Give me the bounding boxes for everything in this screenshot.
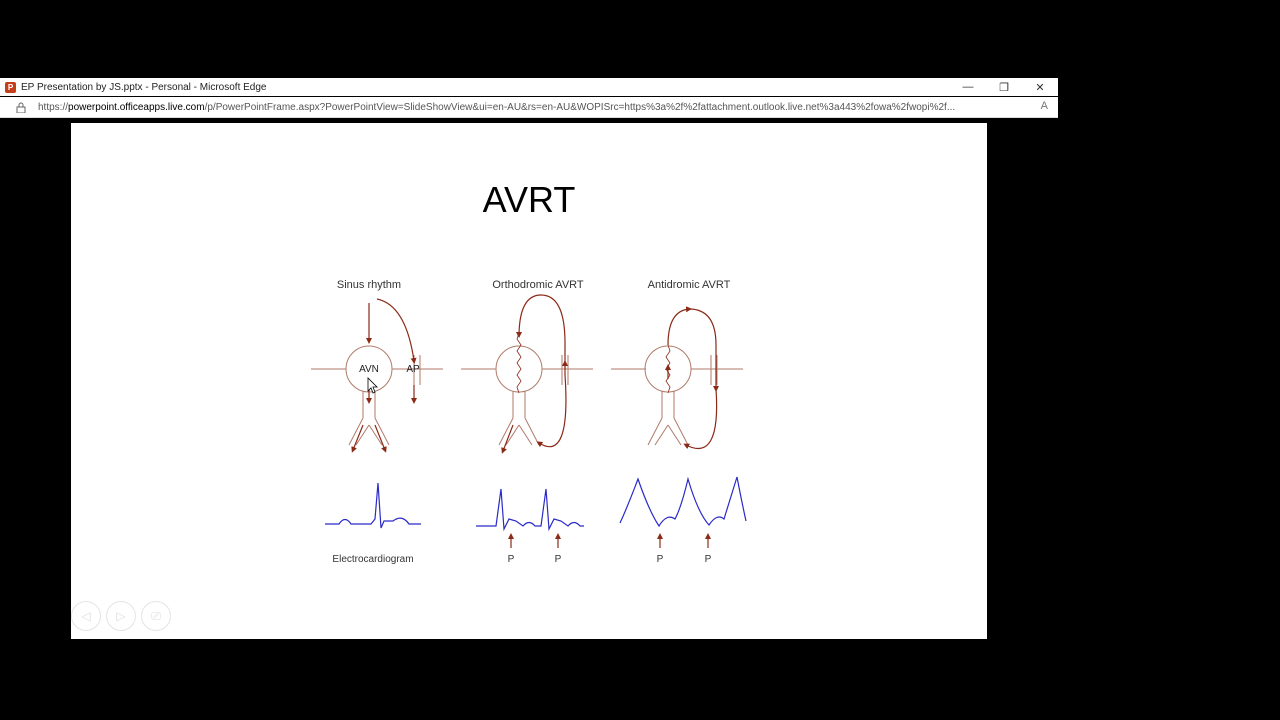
panel-label-sinus: Sinus rhythm bbox=[337, 279, 401, 291]
p-arrows bbox=[508, 533, 711, 548]
next-slide-button[interactable]: ▷ bbox=[106, 601, 136, 631]
conduction-antidromic bbox=[665, 306, 719, 450]
avrt-diagram: Sinus rhythm Orthodromic AVRT Antidromic… bbox=[311, 279, 747, 565]
mouse-cursor bbox=[367, 377, 378, 394]
ecg-antidromic bbox=[619, 476, 747, 528]
address-bar[interactable]: https://powerpoint.officeapps.live.com/p… bbox=[0, 97, 1058, 118]
heart-antidromic bbox=[611, 345, 743, 446]
heart-orthodromic bbox=[461, 345, 593, 446]
url-text[interactable]: https://powerpoint.officeapps.live.com/p… bbox=[38, 101, 956, 113]
ecg-sinus bbox=[325, 482, 421, 529]
lock-icon[interactable] bbox=[14, 102, 28, 113]
panel-label-orthodromic: Orthodromic AVRT bbox=[492, 279, 584, 291]
read-aloud-icon[interactable]: A bbox=[1040, 100, 1048, 112]
panel-label-antidromic: Antidromic AVRT bbox=[648, 279, 731, 291]
exit-slideshow-button[interactable]: ⎚ bbox=[141, 601, 171, 631]
ecg-orthodromic bbox=[476, 488, 584, 532]
avn-label: AVN bbox=[359, 364, 379, 375]
ecg-label: Electrocardiogram bbox=[332, 554, 413, 565]
window-controls: — ❐ ✕ bbox=[950, 78, 1058, 96]
p-label-2: P bbox=[555, 554, 562, 565]
ap-label: AP bbox=[406, 364, 420, 375]
close-button[interactable]: ✕ bbox=[1035, 81, 1045, 94]
slide-title: AVRT bbox=[482, 179, 576, 220]
restore-button[interactable]: ❐ bbox=[999, 81, 1009, 94]
p-label-1: P bbox=[508, 554, 515, 565]
powerpoint-icon: P bbox=[5, 81, 16, 93]
p-label-4: P bbox=[705, 554, 712, 565]
black-margin bbox=[987, 123, 1058, 639]
title-bar: P EP Presentation by JS.pptx - Personal … bbox=[0, 78, 1058, 96]
slideshow-nav: ◁ ▷ ⎚ bbox=[71, 601, 171, 631]
window-title: EP Presentation by JS.pptx - Personal - … bbox=[21, 81, 267, 93]
p-label-3: P bbox=[657, 554, 664, 565]
minimize-button[interactable]: — bbox=[962, 81, 974, 93]
previous-slide-button[interactable]: ◁ bbox=[71, 601, 101, 631]
conduction-orthodromic bbox=[501, 294, 568, 454]
slide: AVRT Sinus rhythm Orthodromic AVRT Antid… bbox=[71, 123, 987, 639]
browser-window: P EP Presentation by JS.pptx - Personal … bbox=[0, 78, 1058, 641]
